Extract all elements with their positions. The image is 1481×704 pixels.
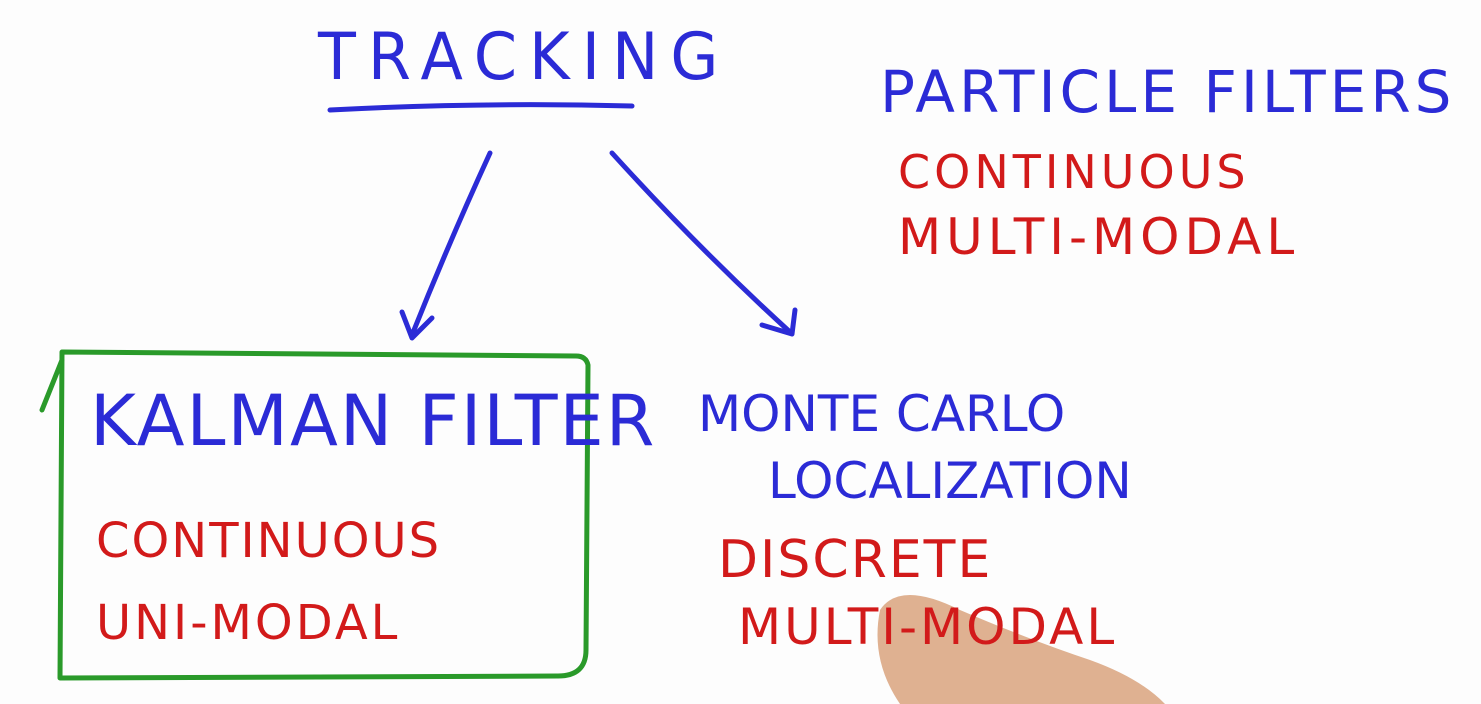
kalman-filter-line-1: CONTINUOUS	[96, 513, 442, 569]
arrow-to-kalman-head	[399, 309, 435, 341]
arrow-to-monte-carlo	[609, 150, 793, 335]
kalman-filter-title: KALMAN FILTER	[90, 380, 657, 462]
title-underline	[327, 102, 635, 113]
monte-carlo-title-line-2: LOCALIZATION	[768, 452, 1132, 510]
tracking-title: TRACKING	[318, 18, 731, 95]
particle-filters-line-1: CONTINUOUS	[898, 145, 1250, 199]
arrow-to-monte-carlo-head	[759, 307, 798, 337]
kalman-filter-line-2: UNI-MODAL	[96, 595, 401, 651]
arrow-to-kalman	[409, 150, 493, 338]
monte-carlo-line-2: MULTI-MODAL	[738, 598, 1118, 656]
monte-carlo-title-line-1: MONTE CARLO	[698, 385, 1066, 443]
particle-filters-title: PARTICLE FILTERS	[880, 58, 1456, 126]
monte-carlo-line-1: DISCRETE	[718, 530, 993, 590]
particle-filters-line-2: MULTI-MODAL	[898, 208, 1300, 266]
kalman-box	[39, 349, 591, 681]
hand-shape	[877, 595, 1165, 704]
